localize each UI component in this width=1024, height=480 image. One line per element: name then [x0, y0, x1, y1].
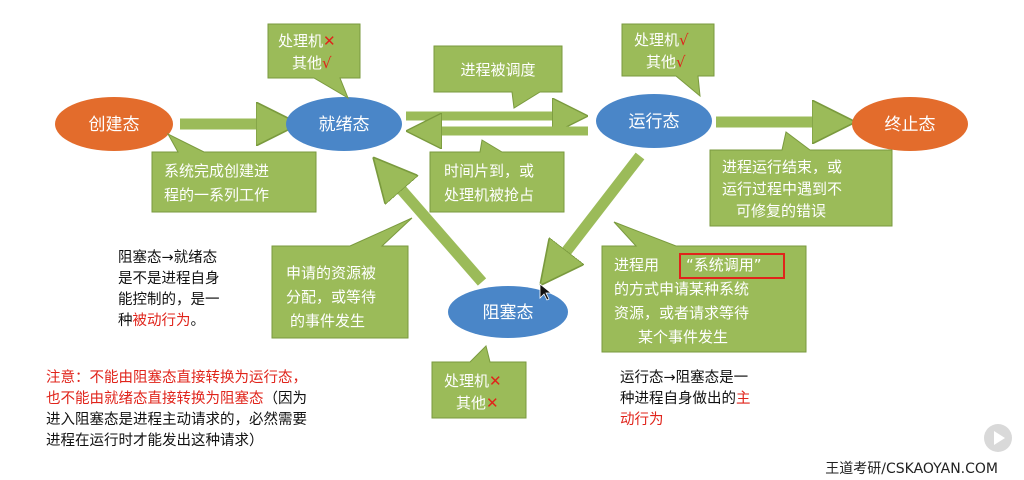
- running-processor-label: 处理机√: [634, 31, 689, 49]
- callout-syscall: 进程用 “系统调用” 的方式申请某种系统 资源，或者请求等待 某个事件发生: [601, 221, 807, 353]
- callout-ready-resources: 处理机✕ 其他√: [267, 23, 361, 100]
- callout-timeslice: 时间片到，或 处理机被抢占: [429, 139, 565, 213]
- check-mark-icon: √: [322, 54, 332, 72]
- svg-text:可修复的错误: 可修复的错误: [736, 202, 826, 220]
- svg-text:系统完成创建进: 系统完成创建进: [164, 162, 269, 180]
- callout-resource-alloc: 申请的资源被 分配，或等待 的事件发生: [271, 217, 413, 339]
- no-mark-icon: ✕: [486, 394, 499, 412]
- ready-other-label: 其他√: [292, 54, 332, 72]
- svg-text:资源，或者请求等待: 资源，或者请求等待: [614, 304, 749, 322]
- node-blocked: 阻塞态: [448, 286, 568, 338]
- arrow-blocked-to-ready: [386, 172, 487, 286]
- svg-text:运行过程中遇到不: 运行过程中遇到不: [722, 180, 842, 198]
- blocked-processor-label: 处理机✕: [444, 372, 502, 390]
- no-mark-icon: ✕: [489, 372, 502, 390]
- svg-text:程的一系列工作: 程的一系列工作: [164, 186, 269, 204]
- node-running: 运行态: [596, 94, 712, 148]
- check-mark-icon: √: [676, 53, 686, 71]
- note-blocked-to-ready: 阻塞态→就绪态 是不是进程自身 能控制的，是一 种被动行为。: [118, 250, 220, 329]
- svg-text:的方式申请某种系统: 的方式申请某种系统: [614, 280, 749, 298]
- svg-text:进程运行结束，或: 进程运行结束，或: [722, 158, 842, 176]
- callout-terminate: 进程运行结束，或 运行过程中遇到不 可修复的错误: [709, 131, 893, 227]
- svg-text:“系统调用”: “系统调用”: [686, 256, 762, 274]
- svg-text:某个事件发生: 某个事件发生: [638, 328, 728, 346]
- mouse-cursor-icon: [539, 283, 553, 301]
- running-other-label: 其他√: [646, 53, 686, 71]
- svg-text:进程用: 进程用: [614, 256, 659, 274]
- node-create: 创建态: [55, 97, 173, 151]
- note-warning: 注意：不能由阻塞态直接转换为运行态， 也不能由就绪态直接转换为阻塞态（因为 进入…: [46, 370, 307, 449]
- svg-text:的事件发生: 的事件发生: [290, 312, 365, 330]
- svg-text:创建态: 创建态: [89, 115, 140, 135]
- no-mark-icon: ✕: [323, 32, 336, 50]
- ready-processor-label: 处理机✕: [278, 32, 336, 50]
- callout-create-work: 系统完成创建进 程的一系列工作: [151, 132, 317, 213]
- syscall-highlight-box: [679, 253, 785, 279]
- play-icon[interactable]: [984, 424, 1012, 452]
- blocked-other-label: 其他✕: [456, 394, 499, 412]
- node-ready: 就绪态: [286, 97, 402, 151]
- footer-watermark: 王道考研/CSKAOYAN.COM: [825, 461, 998, 477]
- check-mark-icon: √: [679, 31, 689, 49]
- svg-text:处理机被抢占: 处理机被抢占: [444, 186, 534, 204]
- svg-text:申请的资源被: 申请的资源被: [286, 264, 376, 282]
- svg-text:终止态: 终止态: [885, 115, 936, 135]
- callout-running-resources: 处理机√ 其他√: [621, 23, 715, 98]
- callout-blocked-resources: 处理机✕ 其他✕: [431, 345, 527, 419]
- callout-scheduled: 进程被调度: [433, 45, 563, 109]
- svg-text:阻塞态: 阻塞态: [483, 303, 534, 323]
- svg-text:分配，或等待: 分配，或等待: [286, 288, 376, 306]
- svg-text:运行态: 运行态: [629, 112, 680, 132]
- svg-text:进程被调度: 进程被调度: [460, 61, 535, 79]
- svg-text:就绪态: 就绪态: [319, 115, 370, 135]
- note-running-to-blocked: 运行态→阻塞态是一 种进程自身做出的主 动行为: [620, 370, 751, 428]
- node-terminated: 终止态: [852, 97, 968, 151]
- arrow-running-to-blocked: [552, 152, 645, 270]
- svg-text:时间片到，或: 时间片到，或: [444, 162, 534, 180]
